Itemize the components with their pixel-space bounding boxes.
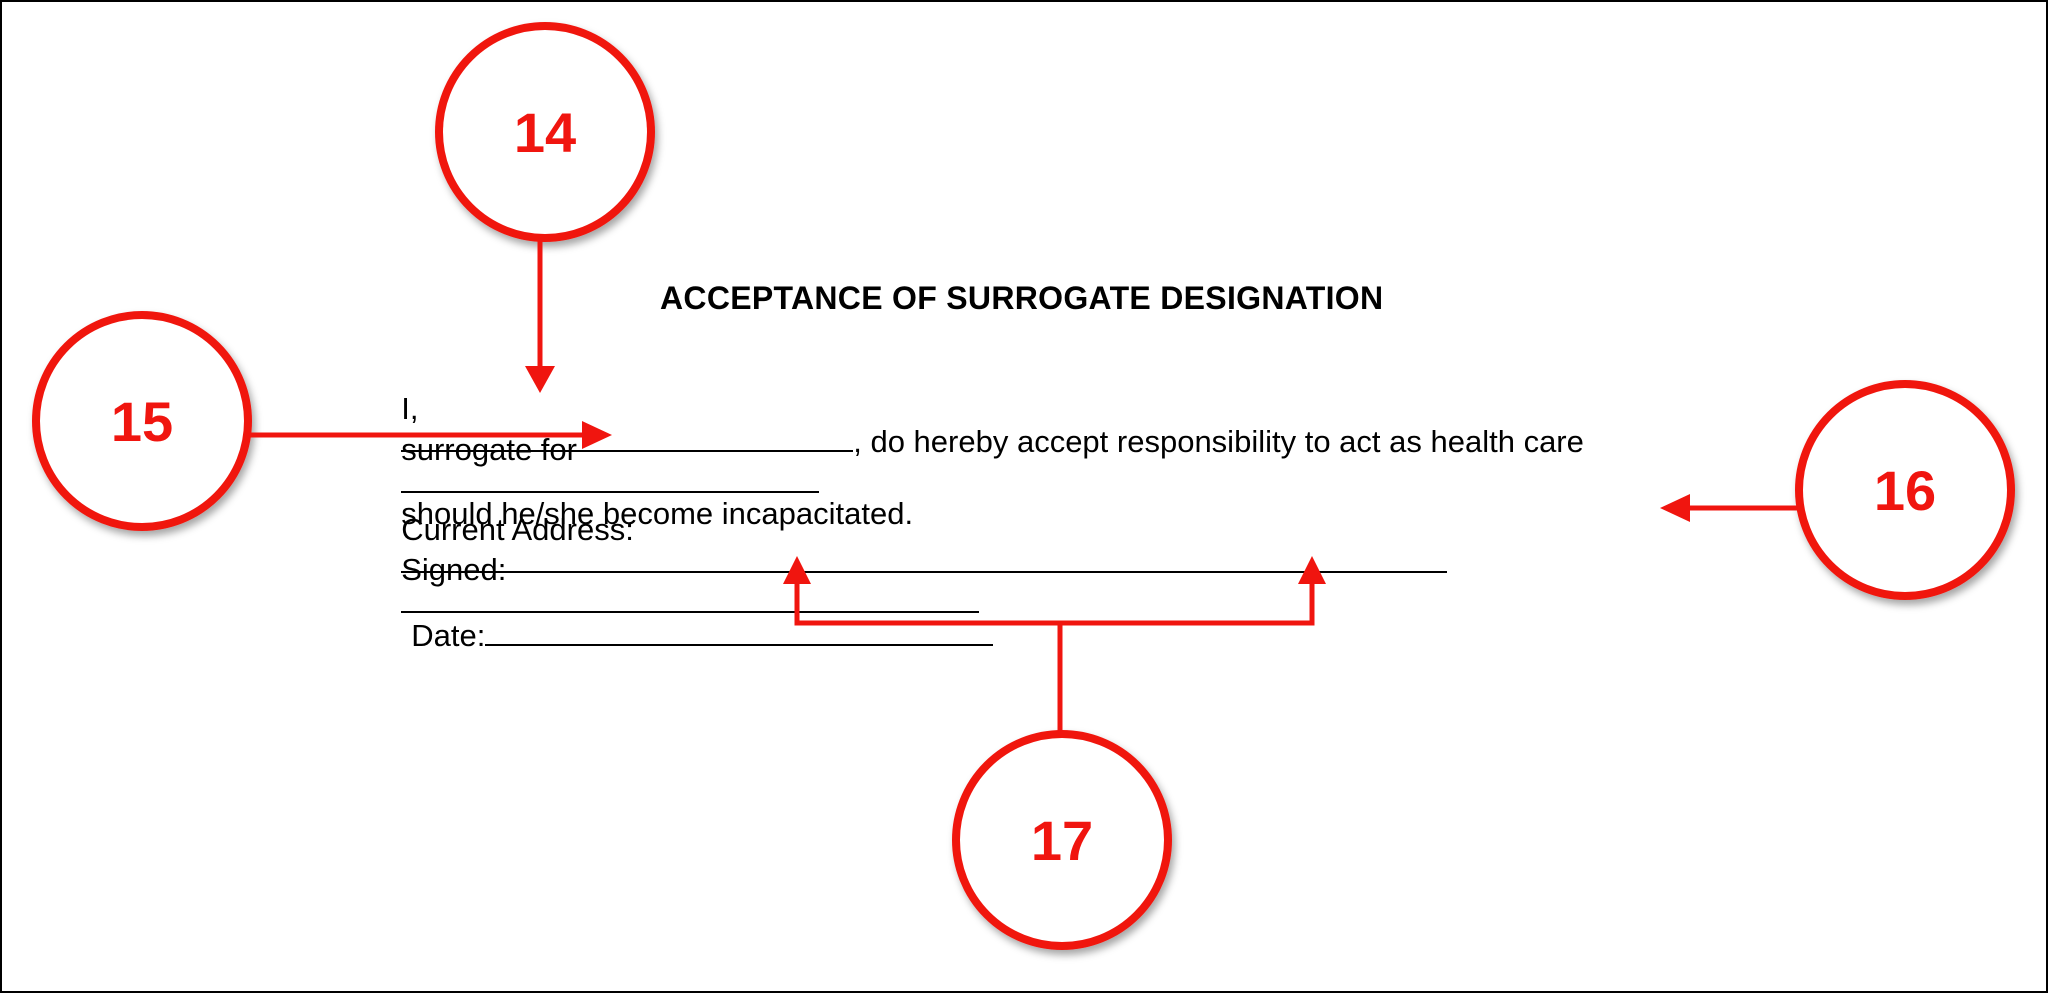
signature-line: Signed: Date:: [384, 523, 994, 653]
principal-name-field[interactable]: [401, 465, 820, 493]
line-2-start: surrogate for: [401, 432, 577, 467]
line-2-end: should he/she become incapacitated.: [401, 496, 914, 531]
line-2: surrogate for should he/she become incap…: [384, 403, 913, 529]
line-1-start: I,: [401, 391, 419, 426]
signature-field[interactable]: [401, 585, 980, 613]
address-field[interactable]: [401, 545, 1448, 573]
line-1-end: , do hereby accept responsibility to act…: [853, 424, 1584, 459]
form-title: ACCEPTANCE OF SURROGATE DESIGNATION: [660, 280, 1384, 316]
address-label: Current Address:: [401, 512, 634, 547]
signed-label: Signed:: [401, 552, 507, 587]
date-label: Date:: [411, 618, 486, 653]
surrogate-name-field[interactable]: [401, 424, 854, 452]
date-field[interactable]: [485, 618, 994, 646]
line-1: I, , do hereby accept responsibility to …: [384, 362, 1584, 457]
address-line: Current Address:: [384, 483, 1448, 578]
